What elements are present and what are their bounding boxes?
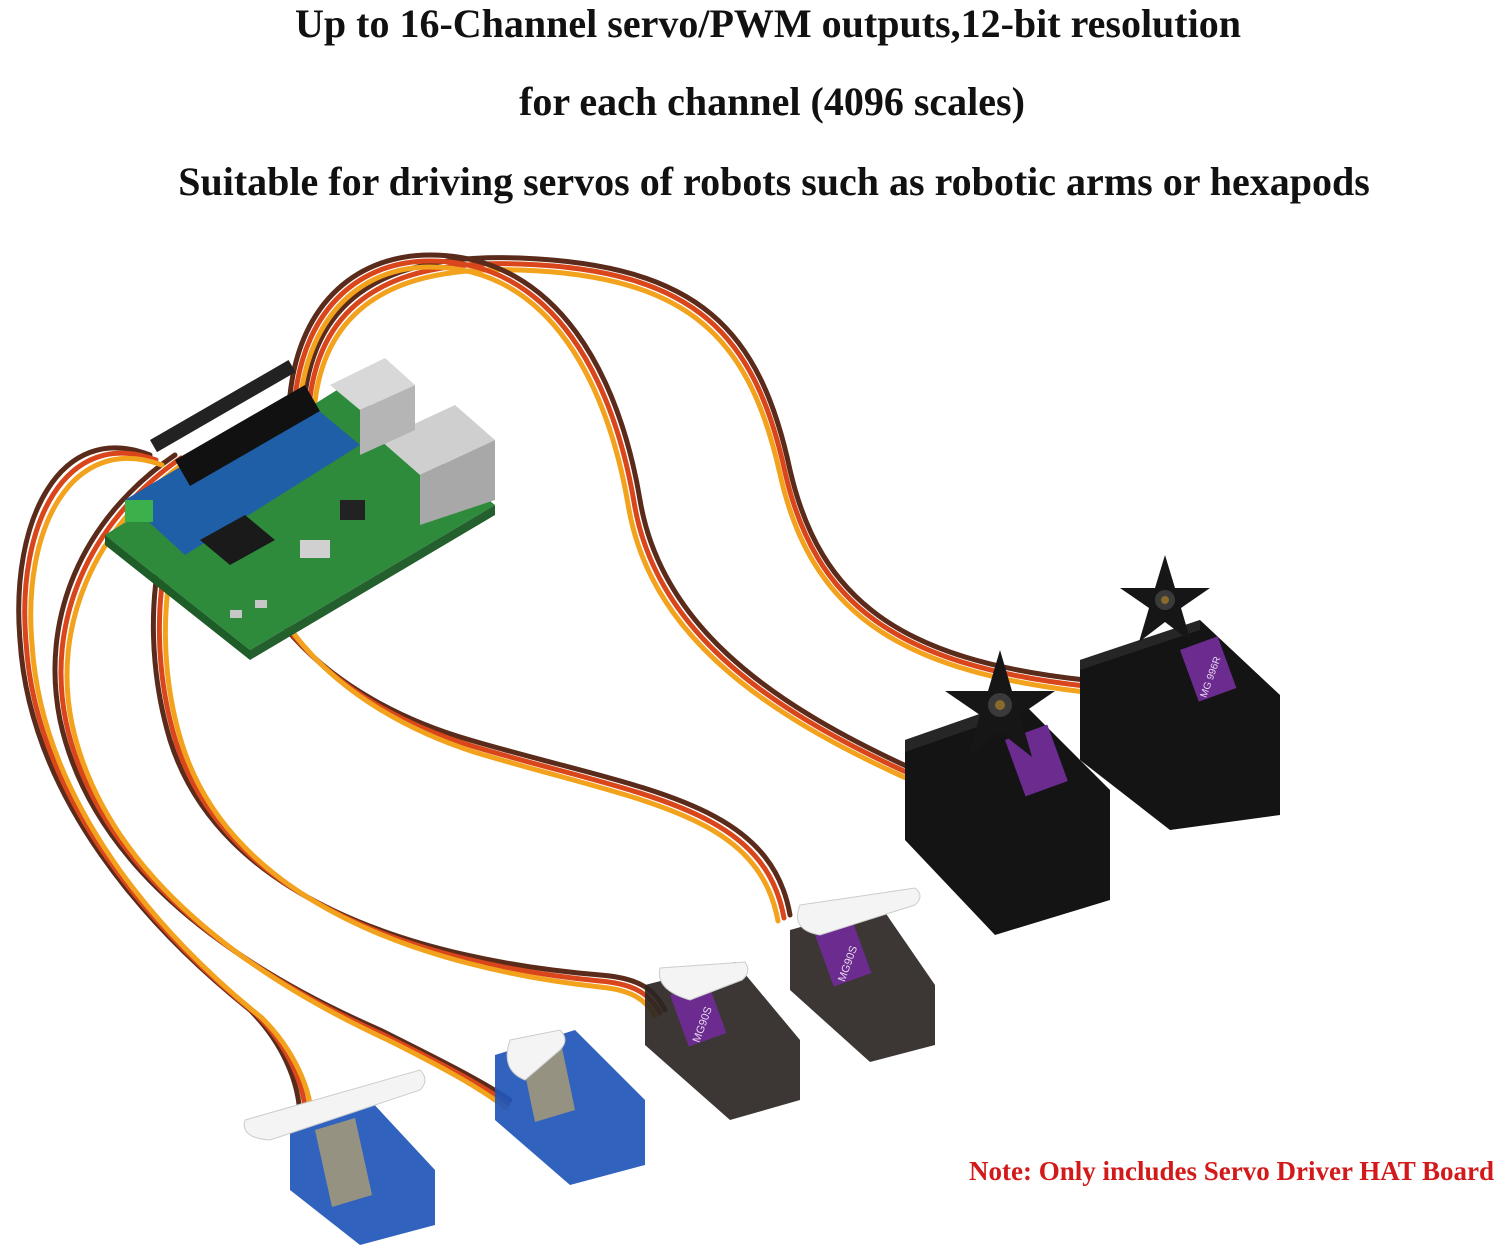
single-arm-horn-icon [243, 1069, 426, 1141]
servo-label-plate [315, 1118, 372, 1207]
servo-label-plate [1179, 636, 1237, 702]
large-servo-right: MG 996R [1080, 555, 1280, 830]
product-photo: MG 996R MG90S MG90S [16, 252, 1280, 1245]
small-servo-mg90s-left: MG90S [645, 961, 800, 1120]
servo-driver-hat-board [105, 358, 495, 660]
headline-line-1: Up to 16-Channel servo/PWM outputs,12-bi… [295, 1, 1241, 46]
single-arm-horn-icon [797, 887, 921, 936]
small-servo-mg90s-right: MG90S [790, 887, 935, 1062]
blue-servo-right [495, 1029, 645, 1185]
star-horn-icon [945, 650, 1055, 757]
large-servo-left [905, 650, 1110, 935]
blue-servo-left [243, 1069, 435, 1245]
wire-bundle-1 [302, 255, 1088, 695]
note-text: Note: Only includes Servo Driver HAT Boa… [969, 1156, 1494, 1186]
servo-label-plate [815, 921, 872, 987]
headline-line-3: Suitable for driving servos of robots su… [178, 159, 1370, 204]
headline-line-2: for each channel (4096 scales) [519, 79, 1025, 124]
single-arm-horn-icon [658, 961, 749, 1001]
wire-bundle-5 [52, 452, 513, 1111]
wire-bundle-2 [287, 252, 918, 785]
single-arm-horn-icon [506, 1029, 566, 1081]
wire-bundle-6 [16, 445, 315, 1127]
pin-headers [149, 360, 320, 486]
star-horn-icon [1120, 555, 1210, 642]
